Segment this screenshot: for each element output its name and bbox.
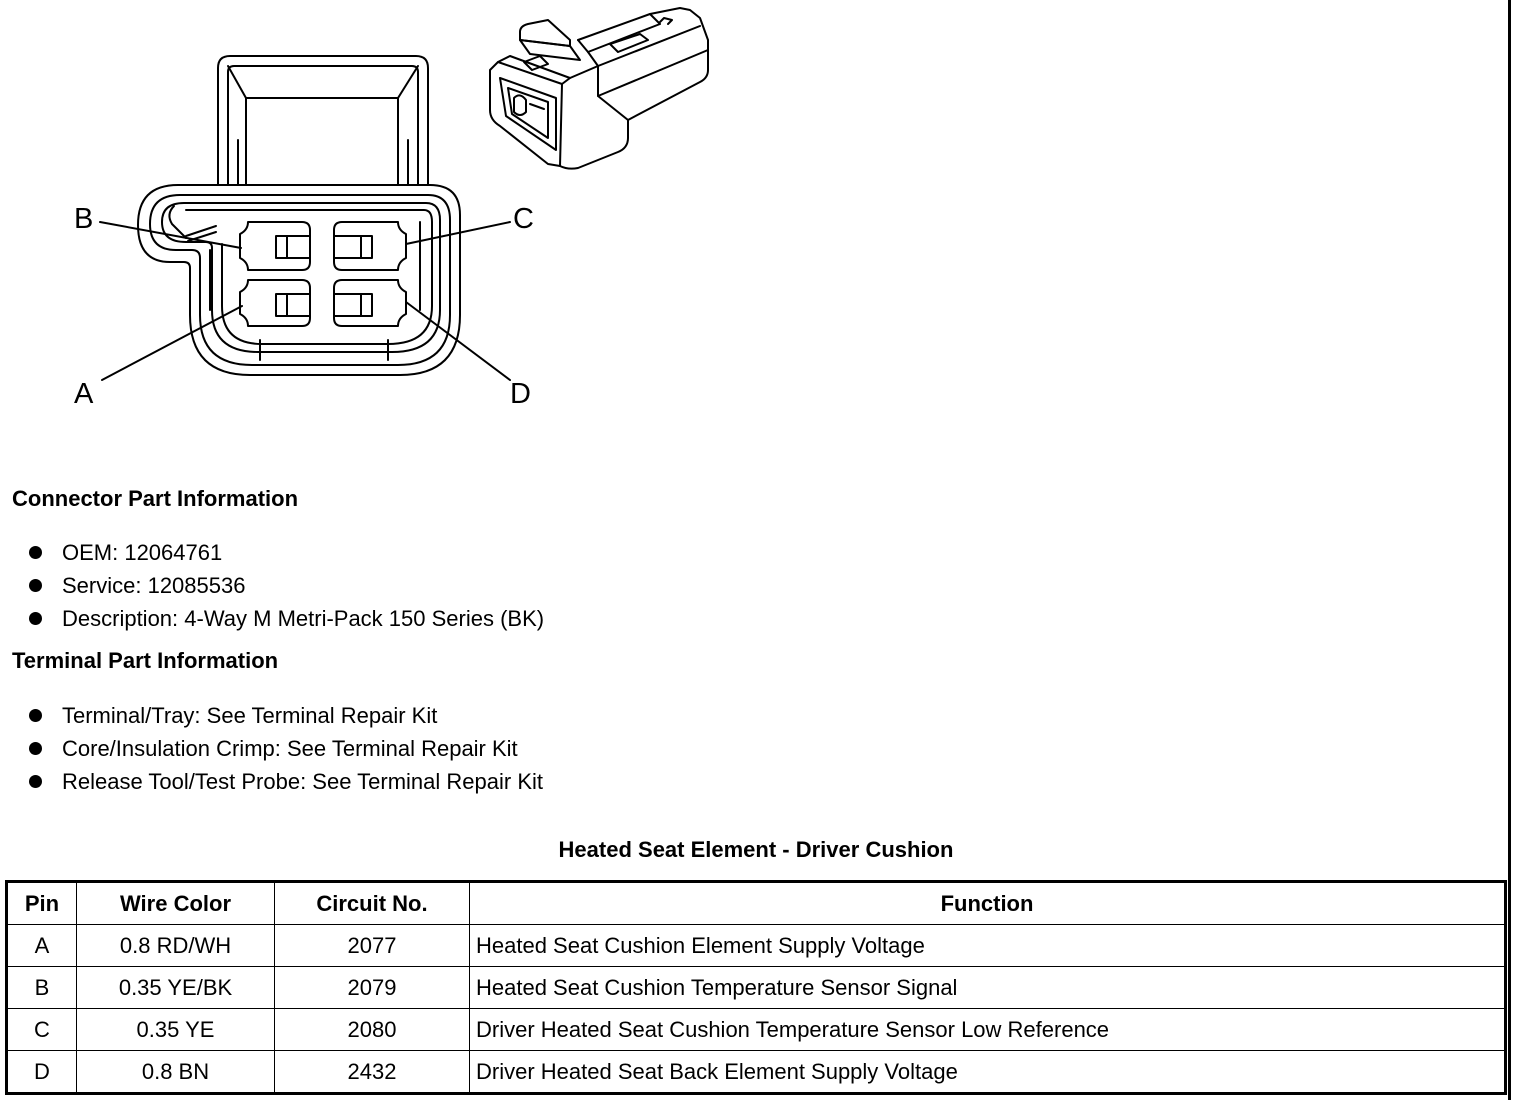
terminal-info-heading: Terminal Part Information [12,648,279,673]
connector-diagram: B C A D [74,7,709,410]
cell-wire-color: 0.35 YE [76,1008,275,1051]
cell-circuit-no: 2079 [274,966,470,1009]
bullet-icon [29,546,42,559]
cell-wire-color: 0.8 RD/WH [76,924,275,967]
leader-line-c [405,221,511,245]
pin-label-b: B [74,203,93,235]
cell-function: Driver Heated Seat Back Element Supply V… [469,1050,1506,1094]
table-row: D 0.8 BN 2432 Driver Heated Seat Back El… [6,1050,1506,1094]
column-header-function: Function [469,881,1506,925]
cell-pin: C [6,1008,77,1051]
bullet-icon [29,579,42,592]
bullet-icon [29,709,42,722]
cell-pin: B [6,966,77,1009]
bullet-icon [29,742,42,755]
column-header-pin: Pin [6,881,77,925]
table-title: Heated Seat Element - Driver Cushion [558,837,954,862]
bullet-icon [29,612,42,625]
cell-circuit-no: 2080 [274,1008,470,1051]
pin-label-a: A [74,378,94,410]
leader-line-d [405,301,511,381]
leader-line-a [101,305,243,381]
cell-wire-color: 0.8 BN [76,1050,275,1094]
cell-function: Heated Seat Cushion Temperature Sensor S… [469,966,1506,1009]
page-edge-line [1508,0,1511,1100]
cell-pin: D [6,1050,77,1094]
terminal-cavity-c [333,221,407,271]
table-row: C 0.35 YE 2080 Driver Heated Seat Cushio… [6,1008,1506,1051]
table-row: A 0.8 RD/WH 2077 Heated Seat Cushion Ele… [6,924,1506,967]
table-header-row: Pin Wire Color Circuit No. Function [6,881,1506,925]
terminal-cavity-d [333,279,407,327]
pin-function-table: Pin Wire Color Circuit No. Function A 0.… [5,880,1507,1095]
connector-isometric-view [489,7,709,170]
cell-wire-color: 0.35 YE/BK [76,966,275,1009]
column-header-wire-color: Wire Color [76,881,275,925]
cell-function: Driver Heated Seat Cushion Temperature S… [469,1008,1506,1051]
leader-line-b [99,221,242,249]
table-row: B 0.35 YE/BK 2079 Heated Seat Cushion Te… [6,966,1506,1009]
cell-circuit-no: 2077 [274,924,470,967]
terminal-cavity-b [239,221,311,271]
pin-label-d: D [510,378,531,410]
terminal-cavity-a [239,279,311,327]
connector-info-heading: Connector Part Information [12,486,299,511]
bullet-icon [29,775,42,788]
cell-pin: A [6,924,77,967]
pin-label-c: C [513,203,534,235]
connector-face [137,55,461,376]
column-header-circuit-no: Circuit No. [274,881,470,925]
cell-function: Heated Seat Cushion Element Supply Volta… [469,924,1506,967]
cell-circuit-no: 2432 [274,1050,470,1094]
